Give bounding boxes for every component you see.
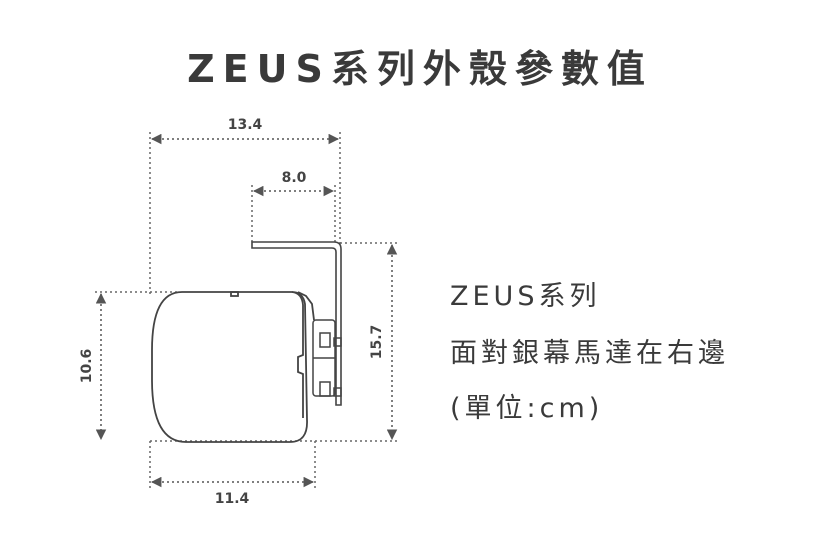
page-title: ZEUS系列外殼參數值 [187, 47, 653, 91]
total-height-label: 15.7 [369, 325, 385, 360]
mounting-clip [312, 319, 342, 397]
extension-lines [95, 132, 400, 490]
mounting-bracket [251, 241, 342, 406]
bracket-width-label: 8.0 [282, 170, 307, 186]
top-width-label: 13.4 [228, 117, 263, 133]
series-label: ZEUS系列 [450, 281, 601, 312]
bottom-width-label: 11.4 [215, 491, 250, 507]
body-height-label: 10.6 [79, 349, 95, 384]
dimension-lines [95, 133, 398, 488]
housing-body [151, 291, 315, 443]
motor-side-note: 面對銀幕馬達在右邊 [450, 338, 729, 369]
unit-note: (單位:cm) [450, 393, 604, 424]
